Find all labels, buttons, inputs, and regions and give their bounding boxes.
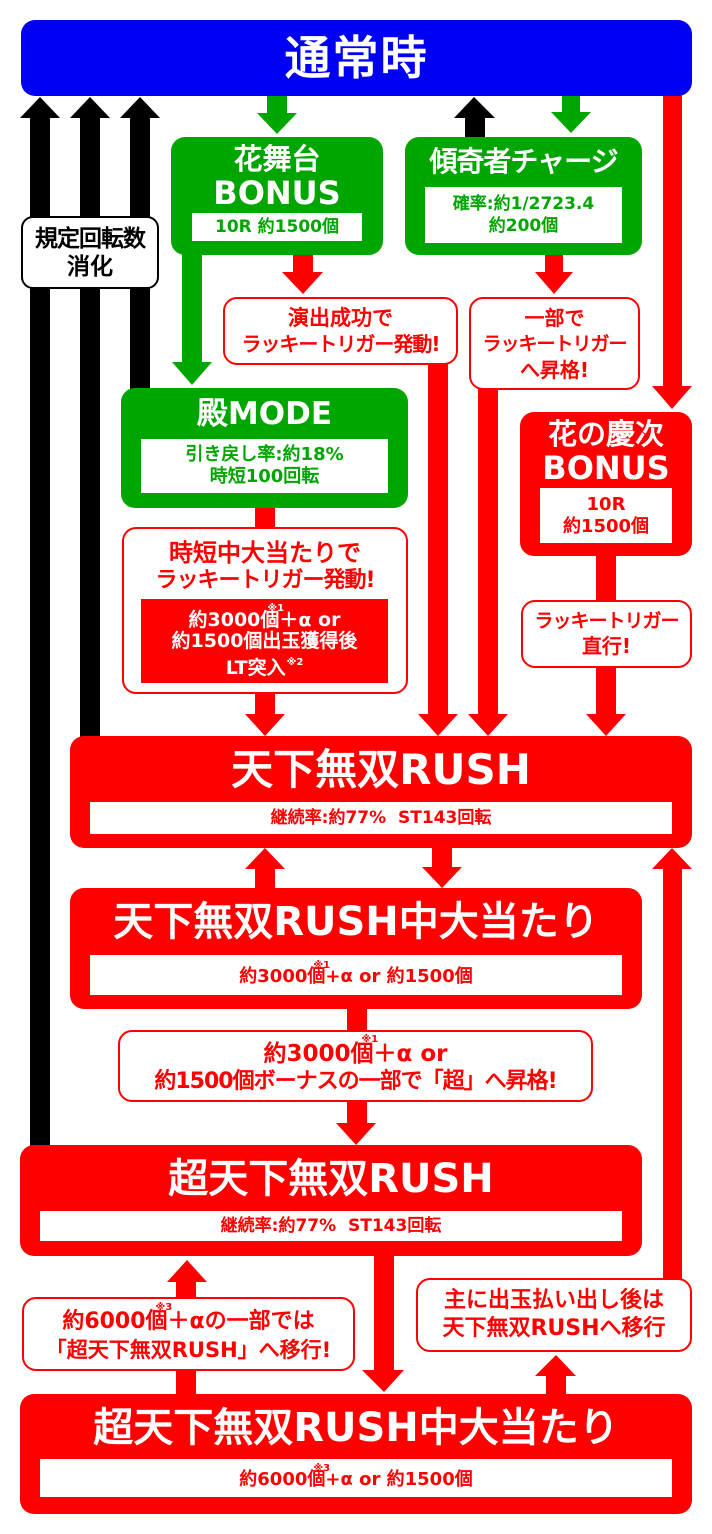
jitan-footnote-2: ※2 xyxy=(286,656,304,668)
return-note-line1: 主に出玉払い出し後は xyxy=(443,1288,664,1313)
super-rush-title: 超天下無双RUSH xyxy=(168,1156,494,1202)
super-continue-amount-text: 約6000個 xyxy=(62,1309,168,1334)
rush-hit-amount: 約3000個※1 xyxy=(239,960,330,988)
hanabutai-title-line2: BONUS xyxy=(213,174,341,212)
rush-hit-title: 天下無双RUSH中大当たり xyxy=(113,899,599,945)
upgrade-note-line2: ラッキートリガー xyxy=(482,332,627,355)
jitan-detail-panel: 約3000個※1＋α or 約1500個出玉獲得後 LT突入※2 xyxy=(141,599,388,683)
super-upgrade-line2: 約1500個ボーナスの一部で「超」へ昇格! xyxy=(154,1069,557,1094)
arrow-kabukimono-to-upgrade-note xyxy=(535,250,573,294)
rush-hit-detail: 約3000個※1+α or 約1500個 xyxy=(239,960,473,988)
arrow-normal-to-hanabutai xyxy=(257,94,297,134)
super-upgrade-note: 約3000個※1＋α or 約1500個ボーナスの一部で「超」へ昇格! xyxy=(118,1030,593,1102)
super-upgrade-amount-text: 約3000個 xyxy=(263,1041,374,1067)
direct-note-line1: ラッキートリガー xyxy=(534,610,679,632)
return-arrow-from-kabukimono xyxy=(454,97,495,139)
rush-title: 天下無双RUSH xyxy=(231,745,531,794)
super-continue-line2: 「超天下無双RUSH」へ移行! xyxy=(45,1338,332,1362)
jitan-detail-line3: LT突入※2 xyxy=(226,652,304,679)
jitan-footnote-1: ※1 xyxy=(267,603,285,614)
arrow-super-rush-hit-to-return-note xyxy=(535,1355,576,1398)
super-upgrade-line1: 約3000個※1＋α or xyxy=(263,1034,448,1068)
hanabutai-detail-panel: 10R 約1500個 xyxy=(192,213,362,241)
rush-detail-panel: 継続率:約77% ST143回転 xyxy=(90,802,672,834)
rush-hit-alternative: +α or 約1500個 xyxy=(325,966,473,987)
kabukimono-probability: 確率:約1/2723.4 xyxy=(452,194,595,214)
jitan-detail-alpha: ＋α or xyxy=(279,608,341,631)
jitan-detail-amount-text: 約3000個 xyxy=(188,608,280,631)
direct-trigger-note: ラッキートリガー 直行! xyxy=(521,600,692,668)
super-continue-alpha: ＋αの一部では xyxy=(167,1309,315,1334)
super-rush-detail-panel: 継続率:約77% ST143回転 xyxy=(40,1211,622,1241)
super-rush-hit-title: 超天下無双RUSH中大当たり xyxy=(93,1405,619,1451)
arrow-hanabutai-to-tono-mode xyxy=(172,250,212,385)
rush-continuation: 継続率:約77% ST143回転 xyxy=(270,808,492,828)
rush-hit-detail-panel: 約3000個※1+α or 約1500個 xyxy=(90,955,622,995)
kabukimono-detail-panel: 確率:約1/2723.4 約200個 xyxy=(425,187,622,243)
spin-limit-line1: 規定回転数 xyxy=(35,225,146,252)
return-note-line2: 天下無双RUSHへ移行 xyxy=(442,1316,666,1341)
super-continue-footnote: ※3 xyxy=(155,1301,173,1313)
rush-hit-amount-text: 約3000個 xyxy=(239,966,326,987)
super-continue-amount: 約6000個※3 xyxy=(62,1302,172,1336)
tono-mode-return-rate: 引き戻し率:約18% xyxy=(185,444,344,465)
return-rush-note: 主に出玉払い出し後は 天下無双RUSHへ移行 xyxy=(416,1278,692,1352)
return-arrow-from-super-rush xyxy=(20,97,60,1147)
performance-success-note: 演出成功で ラッキートリガー発動! xyxy=(223,297,458,365)
normal-state-title: 通常時 xyxy=(284,31,429,85)
jitan-lt-entry: LT突入 xyxy=(225,656,286,679)
jitan-detail-line2: 約1500個出玉獲得後 xyxy=(171,629,358,652)
super-rush-hit-amount: 約6000個※3 xyxy=(239,1463,330,1491)
keiji-title-line1: 花の慶次 xyxy=(547,417,664,451)
hanabutai-detail: 10R 約1500個 xyxy=(215,217,339,237)
hanabutai-title-line1: 花舞台 xyxy=(233,142,321,176)
tono-mode-detail-panel: 引き戻し率:約18% 時短100回転 xyxy=(141,439,388,493)
normal-state-box: 通常時 xyxy=(21,20,692,96)
return-arrow-from-rush xyxy=(70,97,110,738)
kabukimono-title: 傾奇者チャージ xyxy=(429,145,618,178)
super-rush-hit-detail-panel: 約6000個※3+α or 約1500個 xyxy=(40,1459,672,1497)
arrow-performance-note-to-rush xyxy=(418,360,458,736)
super-rush-continuation: 継続率:約77% ST143回転 xyxy=(220,1216,442,1236)
arrow-rush-hit-to-rush xyxy=(245,848,285,890)
super-rush-hit-footnote: ※3 xyxy=(313,1462,331,1474)
tono-mode-jitan: 時短100回転 xyxy=(209,466,320,487)
arrow-normal-to-kabukimono xyxy=(551,94,591,133)
jitan-detail-amount: 約3000個※1 xyxy=(188,604,285,631)
keiji-payout: 約1500個 xyxy=(562,515,650,537)
upgrade-note-line3: へ昇格! xyxy=(519,357,590,382)
spin-limit-label: 規定回転数 消化 xyxy=(21,216,159,289)
arrow-hanabutai-to-performance-note xyxy=(282,250,323,294)
super-upgrade-alpha: ＋α or xyxy=(373,1041,448,1067)
tono-mode-title: 殿MODE xyxy=(196,396,333,432)
keiji-detail-panel: 10R 約1500個 xyxy=(540,488,672,543)
jitan-note-line2: ラッキートリガー発動! xyxy=(155,568,375,593)
keiji-rounds: 10R xyxy=(586,493,626,515)
super-continue-note: 約6000個※3＋αの一部では 「超天下無双RUSH」へ移行! xyxy=(22,1297,355,1371)
super-continue-line1: 約6000個※3＋αの一部では xyxy=(62,1302,315,1336)
arrow-super-rush-to-super-rush-hit xyxy=(362,1252,404,1392)
performance-note-line2: ラッキートリガー発動! xyxy=(241,332,440,356)
performance-note-line1: 演出成功で xyxy=(288,306,393,330)
arrow-normal-to-hana-no-keiji xyxy=(652,92,692,409)
direct-note-line2: 直行! xyxy=(581,634,632,658)
arrow-upgrade-note-to-rush xyxy=(468,385,508,736)
jitan-note-line1: 時短中大当たりで xyxy=(169,539,361,567)
spin-limit-line2: 消化 xyxy=(67,253,113,280)
upgrade-note-line1: 一部で xyxy=(524,305,585,330)
arrow-return-note-to-rush xyxy=(652,848,692,1282)
super-rush-hit-alternative: +α or 約1500個 xyxy=(325,1469,473,1490)
kabukimono-payout: 約200個 xyxy=(488,216,559,236)
super-upgrade-amount: 約3000個※1 xyxy=(263,1034,379,1068)
super-rush-hit-amount-text: 約6000個 xyxy=(239,1469,326,1490)
jitan-detail-line1: 約3000個※1＋α or xyxy=(188,604,341,631)
keiji-title-line2: BONUS xyxy=(542,449,670,487)
super-upgrade-footnote: ※1 xyxy=(361,1033,379,1045)
super-rush-hit-detail: 約6000個※3+α or 約1500個 xyxy=(239,1463,473,1491)
arrow-rush-to-rush-hit xyxy=(422,846,462,888)
rush-hit-footnote: ※1 xyxy=(313,959,331,971)
partial-upgrade-note: 一部で ラッキートリガー へ昇格! xyxy=(469,297,640,390)
